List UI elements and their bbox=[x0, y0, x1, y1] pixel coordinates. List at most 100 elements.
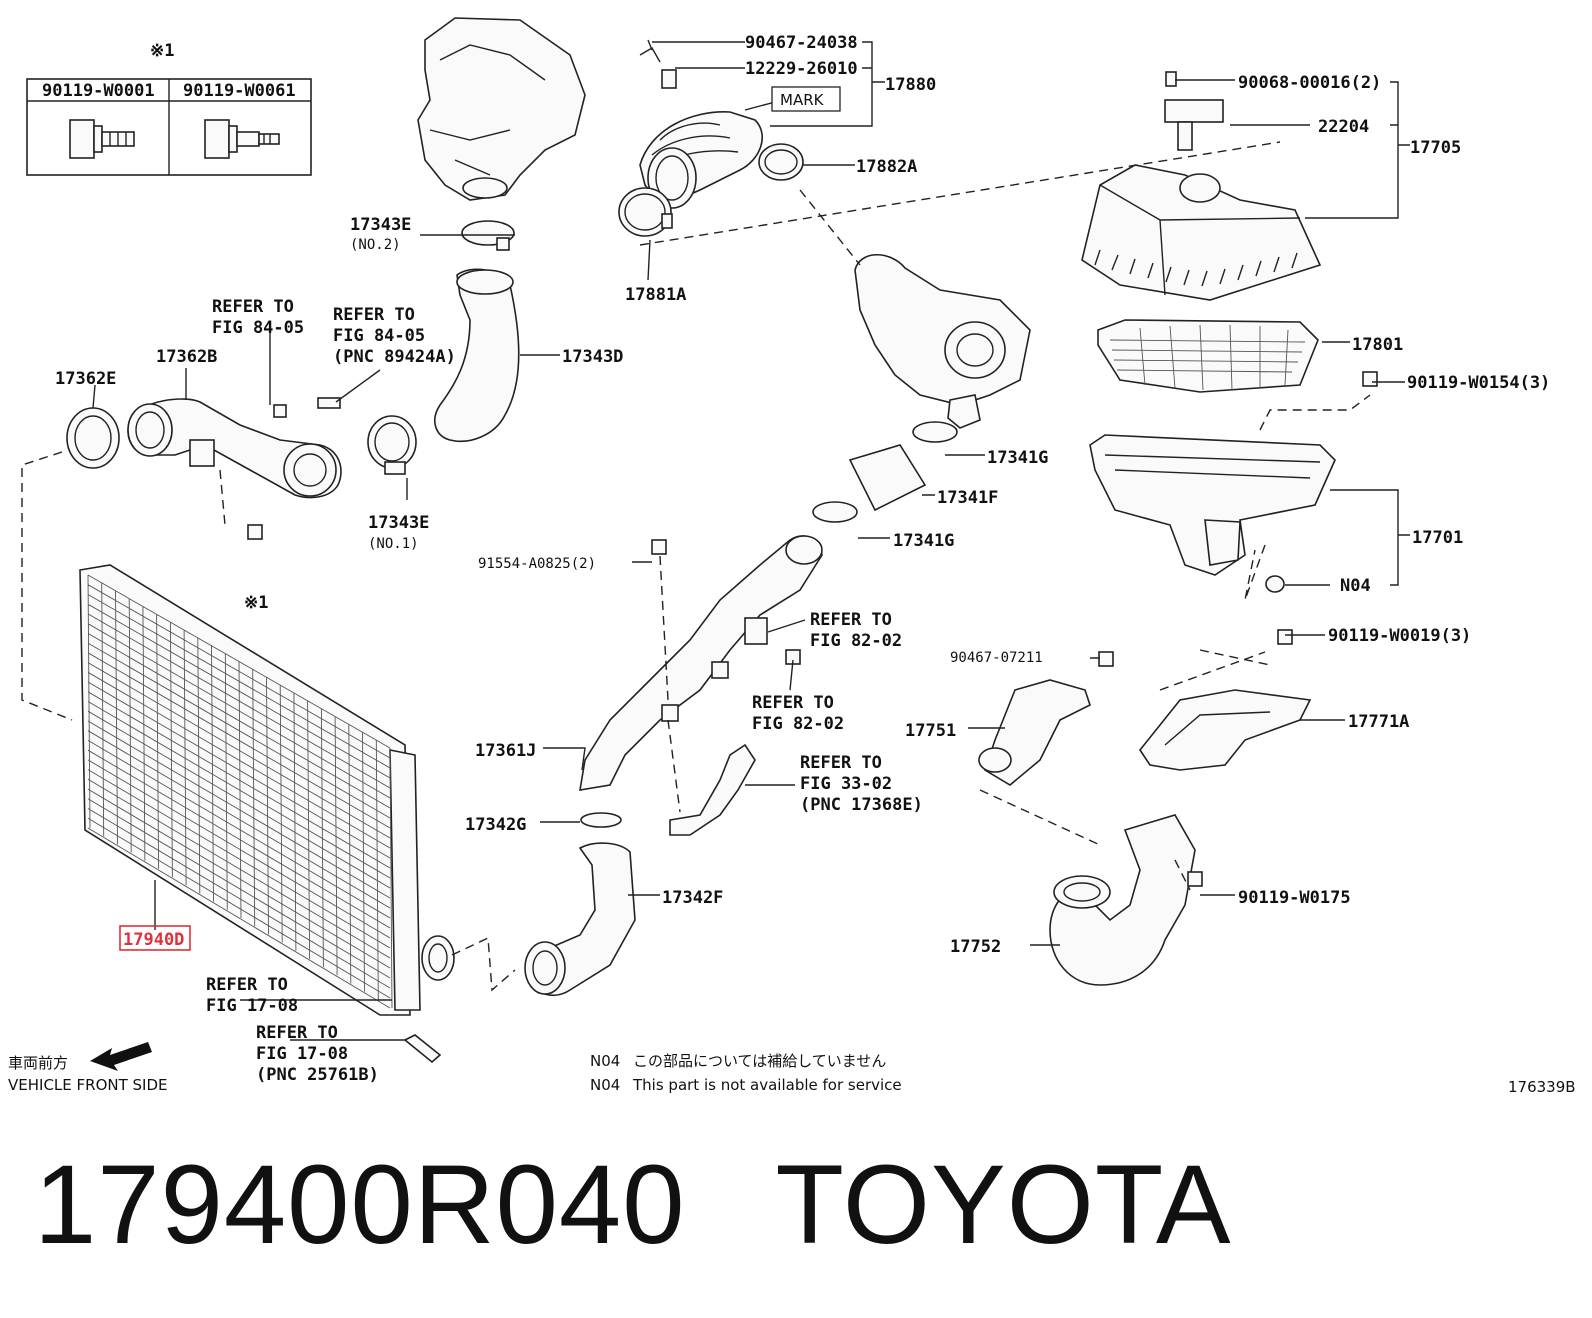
label-17341G-upper: 17341G bbox=[987, 448, 1048, 468]
intercooler-core-grid bbox=[87, 574, 393, 1009]
ref-82-02-b-line2: FIG 82-02 bbox=[752, 714, 844, 734]
inset-bolt-1-label: 90119-W0001 bbox=[42, 81, 155, 101]
label-90467-07211: 90467-07211 bbox=[950, 650, 1043, 666]
pipe-17361J-drawing bbox=[579, 535, 823, 791]
label-17341F: 17341F bbox=[937, 488, 998, 508]
assembly-dashed-lines bbox=[21, 141, 1371, 992]
ref-17-08-b-line3: (PNC 25761B) bbox=[256, 1065, 379, 1085]
inset-bolt-2-label: 90119-W0061 bbox=[183, 81, 296, 101]
label-17362E: 17362E bbox=[55, 369, 116, 389]
ref-33-02-line2: FIG 33-02 bbox=[800, 774, 892, 794]
ref-82-02-a-line2: FIG 82-02 bbox=[810, 631, 902, 651]
label-17361J: 17361J bbox=[475, 741, 536, 761]
hose-17342F-drawing bbox=[524, 842, 636, 996]
ref-84-05-a-line2: FIG 84-05 bbox=[212, 318, 304, 338]
label-17801: 17801 bbox=[1352, 335, 1403, 355]
caption-brand: TOYOTA bbox=[775, 1142, 1232, 1267]
part-caption: 179400R040 TOYOTA bbox=[34, 1130, 1574, 1280]
caption-part-number: 179400R040 bbox=[34, 1142, 686, 1267]
label-17881A: 17881A bbox=[625, 285, 686, 305]
bolt-small-icon bbox=[273, 404, 287, 418]
label-n04: N04 bbox=[1340, 576, 1371, 596]
air-cleaner-cap-17705-drawing bbox=[1081, 164, 1322, 301]
sensor-22204-drawing bbox=[1164, 71, 1224, 151]
highlight-box bbox=[119, 925, 191, 951]
bolt-small-icon bbox=[651, 539, 667, 555]
figure-id: 176339B bbox=[1508, 1078, 1576, 1096]
label-17362B: 17362B bbox=[156, 347, 217, 367]
inset-marker: ※1 bbox=[150, 41, 174, 61]
ref-84-05-b-line1: REFER TO bbox=[333, 305, 415, 325]
ref-33-02-line1: REFER TO bbox=[800, 753, 882, 773]
label-17343D: 17343D bbox=[562, 347, 623, 367]
clamp-17342G-drawing bbox=[580, 812, 622, 828]
bolt-small-icon bbox=[1362, 371, 1378, 387]
label-90119-W0175: 90119-W0175 bbox=[1238, 888, 1351, 908]
note-jp-text: この部品については補給していません bbox=[633, 1052, 886, 1070]
ref-82-02-a-line1: REFER TO bbox=[810, 610, 892, 630]
ref-84-05-b-line2: FIG 84-05 bbox=[333, 326, 425, 346]
compressor-housing-drawing bbox=[854, 254, 1031, 429]
label-22204: 22204 bbox=[1318, 117, 1369, 137]
intercooler-17940D-drawing bbox=[79, 564, 455, 1016]
clamp-17362E-drawing bbox=[66, 407, 120, 469]
vehicle-front-indicator: 車両前方 VEHICLE FRONT SIDE bbox=[8, 1042, 168, 1094]
label-mark: MARK bbox=[780, 91, 825, 109]
ref-33-02-line3: (PNC 17368E) bbox=[800, 795, 923, 815]
label-90068: 90068-00016(2) bbox=[1238, 73, 1381, 93]
air-cleaner-case-17701-drawing bbox=[1089, 434, 1336, 593]
hose-17341F-drawing bbox=[812, 421, 958, 523]
bolt-small-icon bbox=[1187, 871, 1203, 887]
duct-17752-drawing bbox=[1049, 814, 1196, 986]
clamp-17881A-drawing bbox=[618, 187, 673, 237]
hose-17343D-drawing bbox=[434, 268, 520, 442]
intake-hose-17880-drawing bbox=[639, 39, 764, 209]
ref-17-08-a-line2: FIG 17-08 bbox=[206, 996, 298, 1016]
label-17882A: 17882A bbox=[856, 157, 917, 177]
pipe-17362B-drawing bbox=[127, 398, 342, 499]
direction-en: VEHICLE FRONT SIDE bbox=[8, 1076, 168, 1094]
bolt-inset-table: ※1 90119-W0001 90119-W0061 bbox=[26, 41, 312, 176]
hose-small-drawing bbox=[403, 1034, 442, 1064]
leader-lines bbox=[92, 41, 1410, 1041]
plate-17771A-drawing bbox=[1139, 689, 1312, 771]
direction-jp: 車両前方 bbox=[8, 1054, 68, 1072]
label-17342F: 17342F bbox=[662, 888, 723, 908]
ref-82-02-b-line1: REFER TO bbox=[752, 693, 834, 713]
label-17342G: 17342G bbox=[465, 815, 526, 835]
bolt-marker: ※1 bbox=[244, 593, 268, 613]
label-17752: 17752 bbox=[950, 937, 1001, 957]
flange-bolt-long-icon bbox=[204, 119, 280, 159]
clamp-17343E-no2-drawing bbox=[461, 220, 515, 251]
label-17751: 17751 bbox=[905, 721, 956, 741]
ref-17-08-b-line1: REFER TO bbox=[256, 1023, 338, 1043]
footnotes: N04 この部品については補給していません N04 This part is n… bbox=[590, 1052, 902, 1094]
duct-17751-drawing bbox=[978, 679, 1091, 786]
ref-17-08-a-line1: REFER TO bbox=[206, 975, 288, 995]
label-91554: 91554-A0825(2) bbox=[478, 556, 596, 572]
note-jp-code: N04 bbox=[590, 1052, 620, 1070]
label-90119-W0154: 90119-W0154(3) bbox=[1407, 373, 1550, 393]
label-17343E-no2: 17343E bbox=[350, 215, 411, 235]
part-labels: 90467-24038 12229-26010 17880 MARK 90068… bbox=[55, 33, 1550, 1085]
label-no2: (NO.2) bbox=[350, 237, 401, 253]
label-17701: 17701 bbox=[1412, 528, 1463, 548]
label-no1: (NO.1) bbox=[368, 536, 419, 552]
turbo-housing-drawing bbox=[417, 17, 586, 201]
air-filter-17801-drawing bbox=[1097, 319, 1319, 393]
front-arrow-icon bbox=[90, 1042, 152, 1071]
clamp-17343E-no1-drawing bbox=[367, 415, 417, 475]
label-90119-W0019: 90119-W0019(3) bbox=[1328, 626, 1471, 646]
label-17940D: 17940D bbox=[123, 930, 184, 950]
label-17771A: 17771A bbox=[1348, 712, 1409, 732]
bolt-small-icon bbox=[1277, 629, 1293, 645]
ref-84-05-a-line1: REFER TO bbox=[212, 297, 294, 317]
clamp-17882A-drawing bbox=[758, 143, 804, 181]
note-en-text: This part is not available for service bbox=[632, 1076, 902, 1094]
label-17705: 17705 bbox=[1410, 138, 1461, 158]
note-en-code: N04 bbox=[590, 1076, 620, 1094]
label-90467-24038: 90467-24038 bbox=[745, 33, 858, 53]
flange-bolt-icon bbox=[69, 119, 135, 159]
bolt-small-icon bbox=[247, 524, 263, 540]
label-17880: 17880 bbox=[885, 75, 936, 95]
